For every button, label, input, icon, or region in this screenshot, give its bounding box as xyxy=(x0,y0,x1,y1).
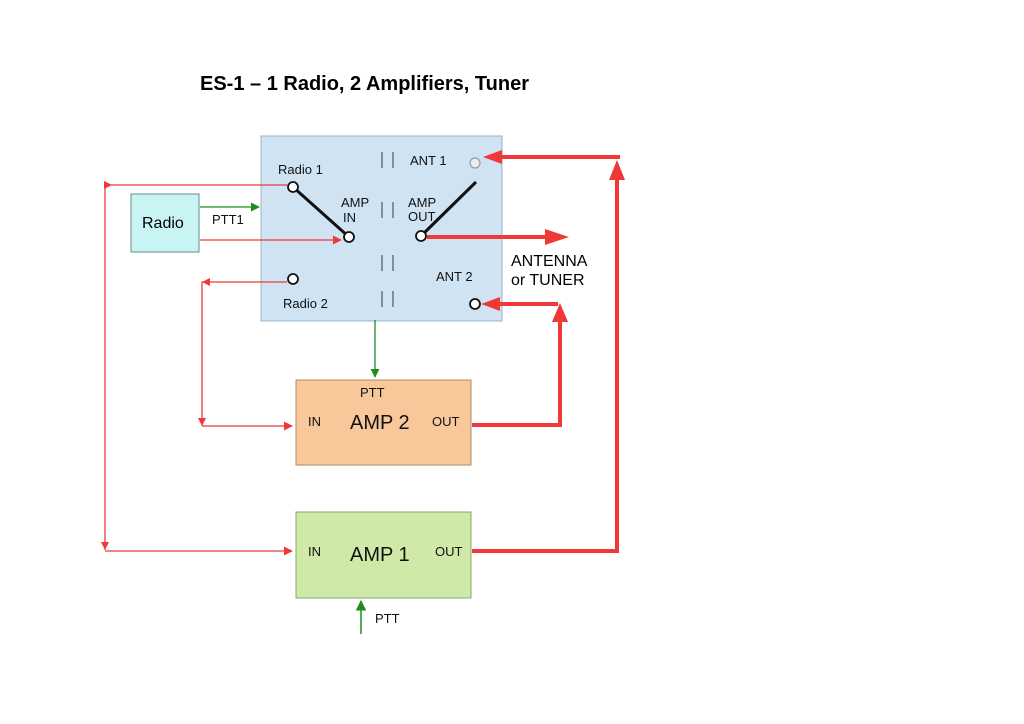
amp1-in-label: IN xyxy=(308,544,321,559)
ant1-feed-arrow xyxy=(483,150,502,164)
radio-box: Radio xyxy=(130,193,200,253)
amp2-name: AMP 2 xyxy=(350,412,410,434)
amp-out-label-line2: OUT xyxy=(408,209,436,224)
amp2-in-label: IN xyxy=(308,414,321,429)
amp1-out-arrow-up xyxy=(609,160,625,180)
amp-out-terminal xyxy=(415,230,427,242)
amp2-out-arrow-up xyxy=(552,303,568,322)
amp2-out-to-ant2-line xyxy=(472,318,562,427)
amp2-out-label: OUT xyxy=(432,414,460,429)
diagram-title: ES-1 – 1 Radio, 2 Amplifiers, Tuner xyxy=(200,73,529,95)
ant2-label: ANT 2 xyxy=(436,269,473,284)
ptt1-label: PTT1 xyxy=(212,212,244,227)
radio1-terminal xyxy=(287,181,299,193)
antenna-label-line2: or TUNER xyxy=(511,272,585,289)
ant2-feed-arrow xyxy=(481,297,500,311)
amp1-name: AMP 1 xyxy=(350,544,410,566)
amp1-ptt-label: PTT xyxy=(375,611,400,626)
radio2-label: Radio 2 xyxy=(283,296,328,311)
amp-in-label-line2: IN xyxy=(343,210,356,225)
amp2-box: AMP 2 IN OUT PTT xyxy=(295,379,472,466)
amp-out-switch-arm xyxy=(419,180,478,238)
ant1-label: ANT 1 xyxy=(410,153,447,168)
antenna-out-arrow xyxy=(545,229,569,245)
ant2-terminal xyxy=(469,298,481,310)
amp1-out-to-ant1-line xyxy=(472,178,619,553)
amp-in-terminal xyxy=(343,231,355,243)
amp1-out-label: OUT xyxy=(435,544,463,559)
switch-divider xyxy=(381,152,394,307)
radio2-terminal xyxy=(287,273,299,285)
amp2-in-loop-arrow-down xyxy=(198,418,206,426)
amp-in-label-line1: AMP xyxy=(341,195,369,210)
radio1-label: Radio 1 xyxy=(278,162,323,177)
ant1-terminal xyxy=(469,157,481,169)
switch-box: Radio 1 Radio 2 AMP IN AMP OUT ANT 1 ANT… xyxy=(260,135,503,322)
antenna-label-line1: ANTENNA xyxy=(511,253,588,270)
radio-label: Radio xyxy=(142,215,184,232)
amp-in-switch-arm xyxy=(292,185,350,239)
amp-out-label-line1: AMP xyxy=(408,195,436,210)
amp1-in-loop-arrow-down xyxy=(101,542,109,550)
amp2-ptt-label: PTT xyxy=(360,385,385,400)
amp1-box: AMP 1 IN OUT xyxy=(295,511,472,599)
